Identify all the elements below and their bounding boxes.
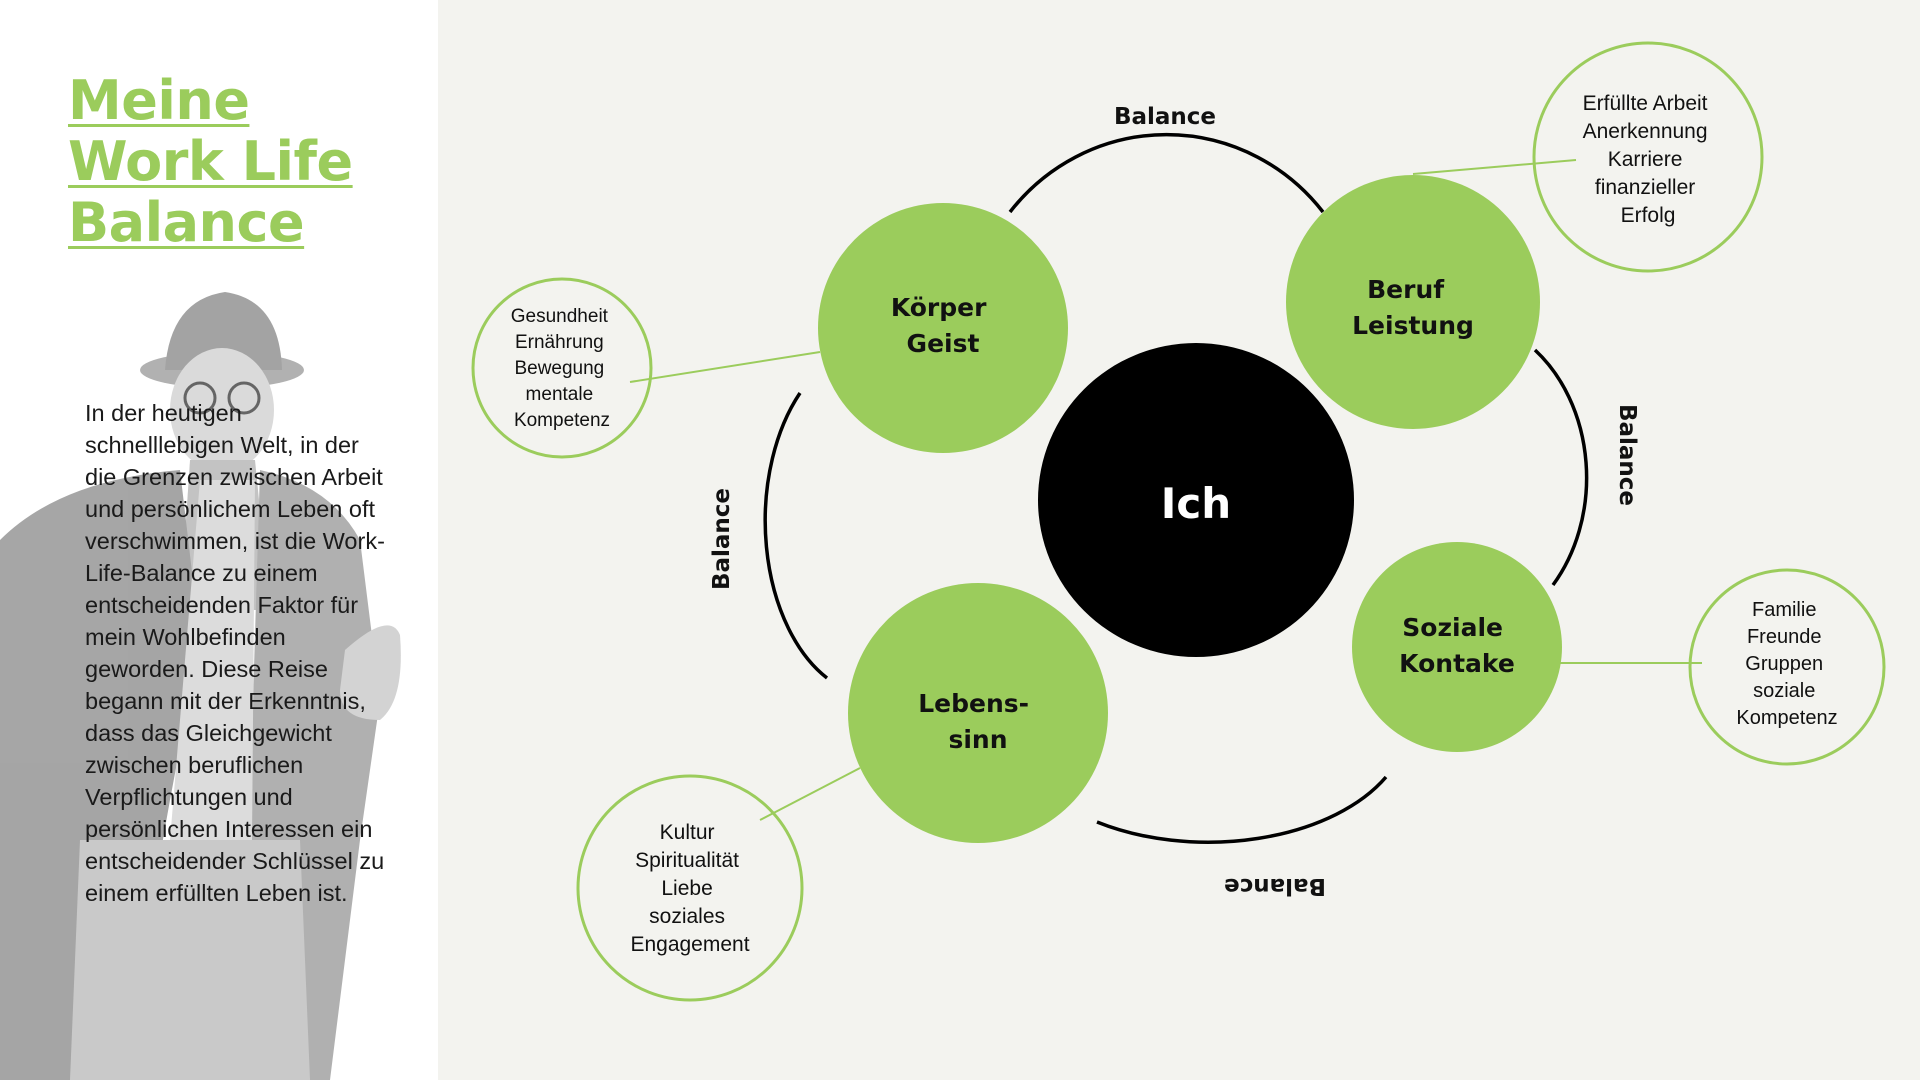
pillar-label-line: Körper xyxy=(891,293,987,322)
detail-item: Erfolg xyxy=(1621,204,1676,227)
detail-item: Spiritualität xyxy=(635,849,739,872)
detail-item: Bewegung xyxy=(514,358,604,379)
balance-label-top: Balance xyxy=(1114,104,1216,130)
balance-label-left: Balance xyxy=(709,488,735,590)
balance-label-bottom: Balance xyxy=(1224,873,1326,899)
detail-item: Liebe xyxy=(661,877,712,900)
pillar-label: Soziale Kontake xyxy=(1399,613,1515,678)
connector-line xyxy=(759,767,861,821)
person-photo xyxy=(0,292,401,1080)
intro-text: In der heutigen schnelllebigen Welt, in … xyxy=(85,400,385,906)
connector-line xyxy=(1412,159,1577,175)
balance-arc-left xyxy=(763,392,829,680)
detail-item: Gesundheit xyxy=(511,306,609,327)
detail-item: Kultur xyxy=(660,821,715,844)
pillar-label-line: Leistung xyxy=(1352,311,1474,340)
detail-item: soziale xyxy=(1753,680,1815,702)
detail-circle-soziale-kontakte xyxy=(1688,568,1886,766)
title-line: Work Life xyxy=(68,130,353,193)
pillar-node-koerper-geist xyxy=(818,203,1068,453)
center-node xyxy=(1038,343,1354,657)
pillar-label: Lebens- sinn xyxy=(918,689,1038,754)
page-title: Meine Work Life Balance xyxy=(68,70,353,253)
detail-item: Familie xyxy=(1752,599,1816,621)
balance-diagram: Ich Körper Geist Beruf Leistung Soziale … xyxy=(471,41,1886,1002)
detail-item: Kompetenz xyxy=(514,410,610,431)
detail-item: soziales xyxy=(649,905,725,928)
detail-item: mentale xyxy=(526,384,594,405)
pillar-node-soziale-kontakte xyxy=(1352,542,1562,752)
detail-item: Ernährung xyxy=(515,332,604,353)
detail-circle-beruf-leistung xyxy=(1532,41,1764,273)
detail-list: Kultur Spiritualität Liebe soziales Enga… xyxy=(630,821,749,956)
balance-arc-bottom xyxy=(1096,775,1388,844)
title-line: Balance xyxy=(68,191,305,254)
pillar-label-line: Geist xyxy=(907,329,980,358)
pillar-label: Körper Geist xyxy=(891,293,995,358)
detail-item: Anerkennung xyxy=(1583,120,1708,143)
detail-item: Gruppen xyxy=(1745,653,1823,675)
pillar-label: Beruf Leistung xyxy=(1352,275,1474,340)
detail-list: Erfüllte Arbeit Anerkennung Karriere fin… xyxy=(1583,92,1714,227)
pillar-label-line: Lebens- xyxy=(918,689,1029,718)
pillar-node-beruf-leistung xyxy=(1286,175,1540,429)
detail-list: Gesundheit Ernährung Bewegung mentale Ko… xyxy=(511,306,613,431)
balance-arc-top xyxy=(1008,132,1325,214)
detail-item: Freunde xyxy=(1747,626,1822,648)
detail-circle-lebenssinn xyxy=(576,774,804,1002)
detail-item: Karriere xyxy=(1608,148,1683,171)
sidebar: Meine Work Life Balance In der heutigen … xyxy=(0,0,438,1080)
detail-item: Erfüllte Arbeit xyxy=(1583,92,1708,115)
pillar-label-line: sinn xyxy=(948,725,1007,754)
detail-item: finanzieller xyxy=(1595,176,1695,199)
balance-label-right: Balance xyxy=(1614,404,1640,506)
pillar-node-lebenssinn xyxy=(848,583,1108,843)
detail-item: Engagement xyxy=(630,933,749,956)
detail-item: Kompetenz xyxy=(1736,707,1837,729)
pillar-label-line: Soziale xyxy=(1402,613,1503,642)
pillar-label-line: Kontake xyxy=(1399,649,1515,678)
connector-line xyxy=(629,351,821,383)
detail-circle-koerper-geist xyxy=(471,277,653,459)
balance-arc-right xyxy=(1533,348,1589,587)
detail-list: Familie Freunde Gruppen soziale Kompeten… xyxy=(1736,599,1837,729)
center-label: Ich xyxy=(1161,479,1231,528)
pillar-label-line: Beruf xyxy=(1367,275,1445,304)
title-line: Meine xyxy=(68,69,250,132)
